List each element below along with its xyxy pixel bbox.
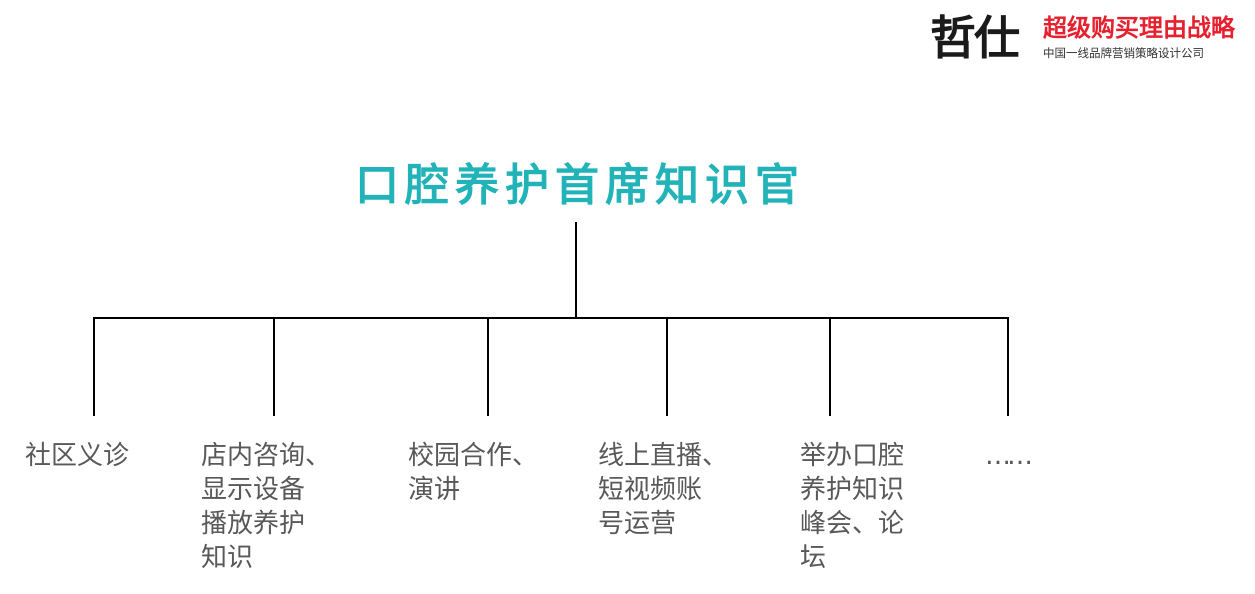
child-node-6: ……: [985, 441, 1033, 471]
logo-mark: 哲仕: [930, 11, 1020, 65]
child-node-4: 线上直播、 短视频账 号运营: [598, 441, 729, 539]
child-node-1: 社区义诊: [25, 441, 130, 471]
brand-logo: 哲仕 超级购买理由战略 中国一线品牌营销策略设计公司: [930, 12, 1248, 64]
logo-subtitle: 中国一线品牌营销策略设计公司: [1043, 46, 1204, 60]
child-node-3: 校园合作、 演讲: [408, 441, 539, 505]
logo-slogan: 超级购买理由战略: [1043, 14, 1235, 42]
child-node-2: 店内咨询、 显示设备 播放养护 知识: [201, 441, 332, 573]
child-node-5: 举办口腔 养护知识 峰会、论 坛: [800, 441, 905, 573]
root-node-title: 口腔养护首席知识官: [355, 160, 805, 211]
